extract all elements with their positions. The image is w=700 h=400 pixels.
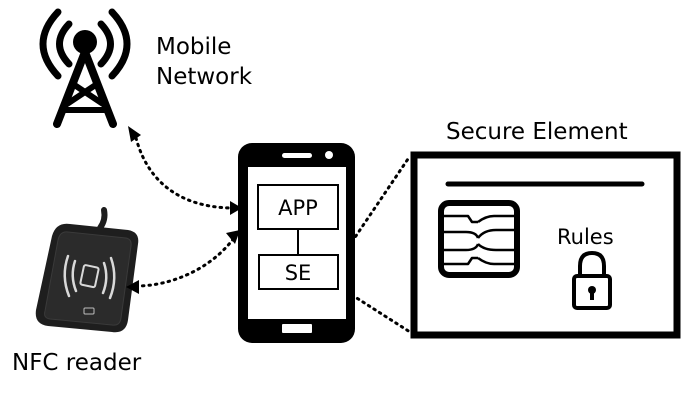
tower-phone-link — [134, 136, 236, 210]
reader-arrowhead — [126, 280, 139, 294]
rules-label: Rules — [557, 225, 614, 249]
se-label: SE — [285, 261, 312, 285]
reader-phone-link — [134, 236, 236, 288]
app-label: APP — [278, 196, 318, 220]
mobile-network-label-line2: Network — [156, 64, 253, 90]
nfc-reader-label: NFC reader — [12, 350, 142, 376]
secure-element-title: Secure Element — [446, 119, 628, 145]
se-box — [258, 254, 339, 290]
chip-icon — [438, 200, 520, 278]
phone-arrowhead-top — [230, 201, 242, 215]
padlock-icon — [572, 250, 612, 310]
tower-arrowhead — [128, 126, 141, 142]
cell-tower-icon — [39, 8, 131, 128]
mobile-network-label-line1: Mobile — [156, 34, 231, 60]
smartphone-icon — [238, 143, 355, 343]
nfc-reader-icon — [35, 207, 139, 333]
phone-arrowhead-bottom — [226, 230, 240, 244]
